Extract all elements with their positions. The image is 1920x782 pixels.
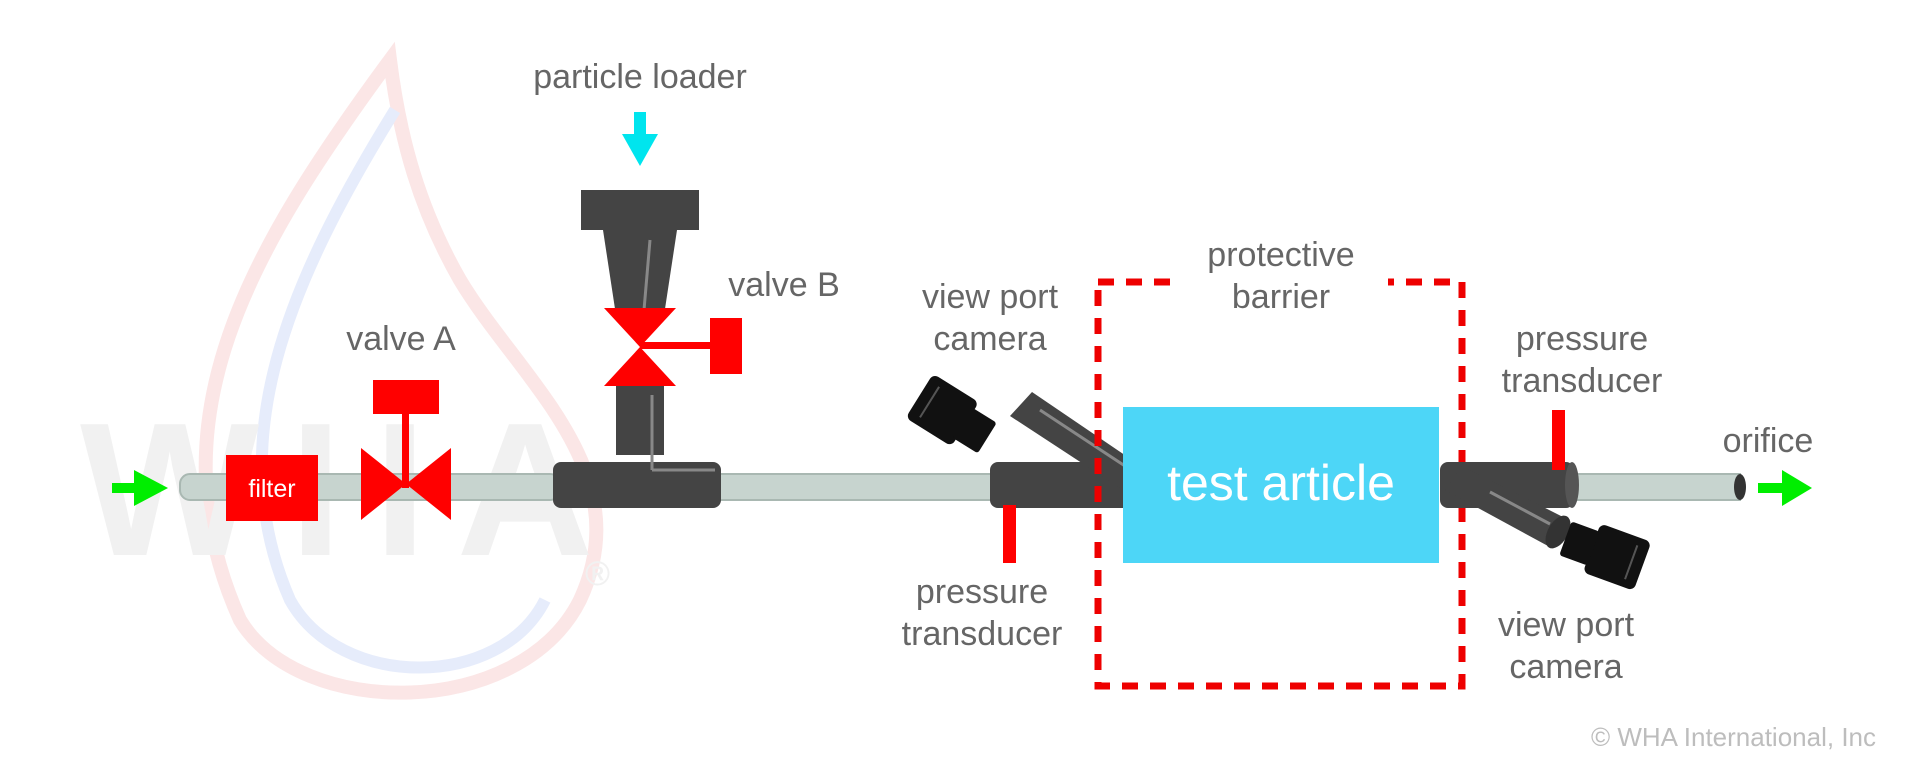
camera-icon bbox=[1560, 522, 1650, 590]
view-port-camera-right-label-line2: camera bbox=[1509, 648, 1622, 686]
view-port-camera-left-label-line2: camera bbox=[933, 320, 1046, 358]
test-article: test article bbox=[1123, 407, 1439, 563]
valve-b-label: valve B bbox=[728, 266, 840, 304]
left-wye-fitting bbox=[990, 392, 1140, 508]
valve-a bbox=[361, 380, 451, 520]
barrier-label-gap bbox=[1170, 272, 1388, 294]
filter-label: filter bbox=[248, 475, 295, 503]
orifice-label: orifice bbox=[1723, 422, 1814, 460]
watermark-flame bbox=[198, 41, 604, 700]
copyright-notice: © WHA International, Inc bbox=[1591, 722, 1876, 752]
loader-arrow bbox=[622, 112, 658, 166]
particle-loader-label: particle loader bbox=[533, 58, 747, 96]
pressure-transducer-left-label-line2: transducer bbox=[902, 615, 1063, 653]
protective-barrier-label-line2: barrier bbox=[1232, 278, 1330, 316]
pressure-transducer-right bbox=[1552, 410, 1565, 470]
pressure-transducer-left-label-line1: pressure bbox=[916, 573, 1048, 611]
right-wye-fitting bbox=[1440, 462, 1579, 549]
valve-b bbox=[604, 308, 742, 386]
pressure-transducer-right-label-line2: transducer bbox=[1502, 362, 1663, 400]
pressure-transducer-right-label-line1: pressure bbox=[1516, 320, 1648, 358]
flow-in-arrow bbox=[112, 470, 168, 506]
valve-a-label: valve A bbox=[346, 320, 456, 358]
camera-icon bbox=[907, 375, 996, 453]
protective-barrier-label-line1: protective bbox=[1207, 236, 1354, 274]
view-port-camera-right-label-line1: view port bbox=[1498, 606, 1635, 644]
watermark-logo: WHA ® bbox=[80, 41, 610, 700]
pipe-outlet-end bbox=[1734, 474, 1746, 500]
test-article-label: test article bbox=[1167, 455, 1395, 511]
watermark-registered: ® bbox=[585, 555, 610, 593]
watermark-drop bbox=[255, 106, 551, 674]
pressure-transducer-left bbox=[1003, 505, 1016, 563]
view-port-camera-left-label-line1: view port bbox=[922, 278, 1059, 316]
flow-out-arrow bbox=[1758, 470, 1812, 506]
pipe-outlet bbox=[1571, 473, 1741, 501]
filter: filter bbox=[226, 455, 318, 521]
pipe-middle bbox=[717, 473, 1019, 501]
particle-loader-fitting bbox=[553, 190, 721, 508]
